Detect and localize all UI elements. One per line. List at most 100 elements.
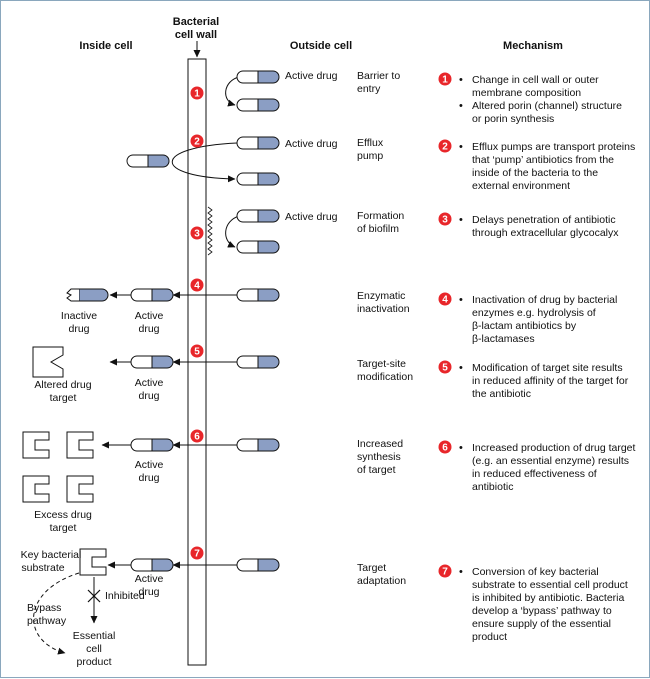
mechanism-description-5: in reduced affinity of the target for [472, 375, 629, 387]
label-active-6: Active [135, 459, 164, 471]
mechanism-badge-3: 3 [438, 212, 452, 226]
mechanism-name-3: of biofilm [357, 223, 399, 235]
drug-capsule [236, 98, 280, 112]
label-active-4: Active [135, 310, 164, 322]
mechanism-description-1: Change in cell wall or outer [472, 74, 599, 86]
mechanism-description-2: Efflux pumps are transport proteins [472, 141, 635, 153]
drug-capsule [126, 154, 170, 168]
label-active-drug-7: drug [138, 586, 159, 598]
mechanism-description-6: (e.g. an essential enzyme) results [472, 455, 629, 467]
label-excess-target: target [50, 522, 77, 534]
key-bacterial-substrate [79, 548, 107, 576]
bullet-dot: • [459, 362, 463, 374]
excess-drug-target [66, 475, 94, 503]
drug-capsule [130, 438, 174, 452]
mechanism-description-1: Altered porin (channel) structure [472, 100, 622, 112]
drug-capsule [236, 558, 280, 572]
drug-capsule [236, 355, 280, 369]
mechanism-description-2: inside of the bacteria to the [472, 167, 598, 179]
wall-badge-6: 6 [190, 429, 204, 443]
wall-badge-1: 1 [190, 86, 204, 100]
mechanism-description-7: is inhibited by antibiotic. Bacteria [472, 592, 624, 604]
header-cell-wall-line1: Bacterial [173, 16, 219, 28]
mechanism-badge-7: 7 [438, 564, 452, 578]
mechanism-name-2: pump [357, 150, 383, 162]
svg-text:4: 4 [442, 295, 448, 306]
mechanism-description-7: substrate to essential cell product [472, 579, 628, 591]
mechanism-badge-2: 2 [438, 139, 452, 153]
wall-badge-7: 7 [190, 546, 204, 560]
mechanism-description-6: antibiotic [472, 481, 513, 493]
svg-text:5: 5 [442, 363, 448, 374]
bullet-dot: • [459, 294, 463, 306]
label-altered-target: target [50, 392, 77, 404]
mechanism-description-7: ensure supply of the essential [472, 618, 611, 630]
mechanism-name-1: Barrier to [357, 70, 400, 82]
mechanism-description-4: β-lactamases [472, 333, 535, 345]
mechanism-description-6: in reduced effectiveness of [472, 468, 597, 480]
excess-drug-target [22, 475, 50, 503]
svg-text:3: 3 [442, 215, 448, 226]
label-active-drug-4: drug [138, 323, 159, 335]
excess-drug-target [22, 431, 50, 459]
bullet-dot: • [459, 100, 463, 112]
mechanism-description-2: that ‘pump’ antibiotics from the [472, 154, 614, 166]
drug-capsule [130, 355, 174, 369]
label-inactive-drug: drug [68, 323, 89, 335]
altered-drug-target [32, 346, 64, 378]
mechanism-badge-6: 6 [438, 440, 452, 454]
label-active-drug-6: drug [138, 472, 159, 484]
drug-capsule [236, 438, 280, 452]
label-excess-drug: Excess drug [34, 509, 92, 521]
wall-badge-5: 5 [190, 344, 204, 358]
header-outside-cell: Outside cell [290, 40, 352, 52]
mechanism-description-5: the antibiotic [472, 388, 531, 400]
label-active-7: Active [135, 573, 164, 585]
bypass-pathway-arrow [33, 572, 80, 655]
label-substrate: substrate [21, 562, 64, 574]
label-active-5: Active [135, 377, 164, 389]
svg-text:6: 6 [442, 443, 448, 454]
label-bypass: Bypass [27, 602, 61, 614]
mechanism-name-2: Efflux [357, 137, 384, 149]
mechanism-description-4: β-lactam antibiotics by [472, 320, 577, 332]
mechanism-name-5: Target-site [357, 358, 406, 370]
svg-text:7: 7 [194, 549, 200, 560]
svg-text:4: 4 [194, 281, 200, 292]
mechanism-description-7: Conversion of key bacterial [472, 566, 599, 578]
label-inactive: Inactive [61, 310, 97, 322]
mechanism-name-6: synthesis [357, 451, 401, 463]
svg-text:2: 2 [194, 137, 200, 148]
mechanism-description-3: through extracellular glycocalyx [472, 227, 619, 239]
label-cell: cell [86, 643, 102, 655]
mechanism-name-7: adaptation [357, 575, 406, 587]
mechanism-name-6: of target [357, 464, 396, 476]
inhibition-cross [87, 589, 101, 603]
mechanism-name-6: Increased [357, 438, 403, 450]
mechanism-description-4: Inactivation of drug by bacterial [472, 294, 617, 306]
svg-text:5: 5 [194, 347, 200, 358]
mechanism-description-3: Delays penetration of antibiotic [472, 214, 616, 226]
drug-capsule [130, 288, 174, 302]
drug-capsule [236, 172, 280, 186]
mechanism-name-7: Target [357, 562, 386, 574]
excess-drug-target [66, 431, 94, 459]
bullet-dot: • [459, 74, 463, 86]
mechanism-name-1: entry [357, 83, 381, 95]
mechanism-description-2: external environment [472, 180, 570, 192]
svg-text:7: 7 [442, 567, 448, 578]
wall-badge-2: 2 [190, 134, 204, 148]
label-active-drug-2: Active drug [285, 138, 338, 150]
label-key-bacterial: Key bacterial [21, 549, 82, 561]
mechanism-name-4: inactivation [357, 303, 410, 315]
bullet-dot: • [459, 566, 463, 578]
biofilm-deflect-arrow [225, 215, 240, 248]
header-mechanism: Mechanism [503, 40, 563, 52]
mechanism-badge-1: 1 [438, 72, 452, 86]
mechanism-badge-5: 5 [438, 360, 452, 374]
mechanism-name-4: Enzymatic [357, 290, 405, 302]
biofilm-layer [207, 206, 213, 256]
bullet-dot: • [459, 141, 463, 153]
mechanism-description-4: enzymes e.g. hydrolysis of [472, 307, 596, 319]
